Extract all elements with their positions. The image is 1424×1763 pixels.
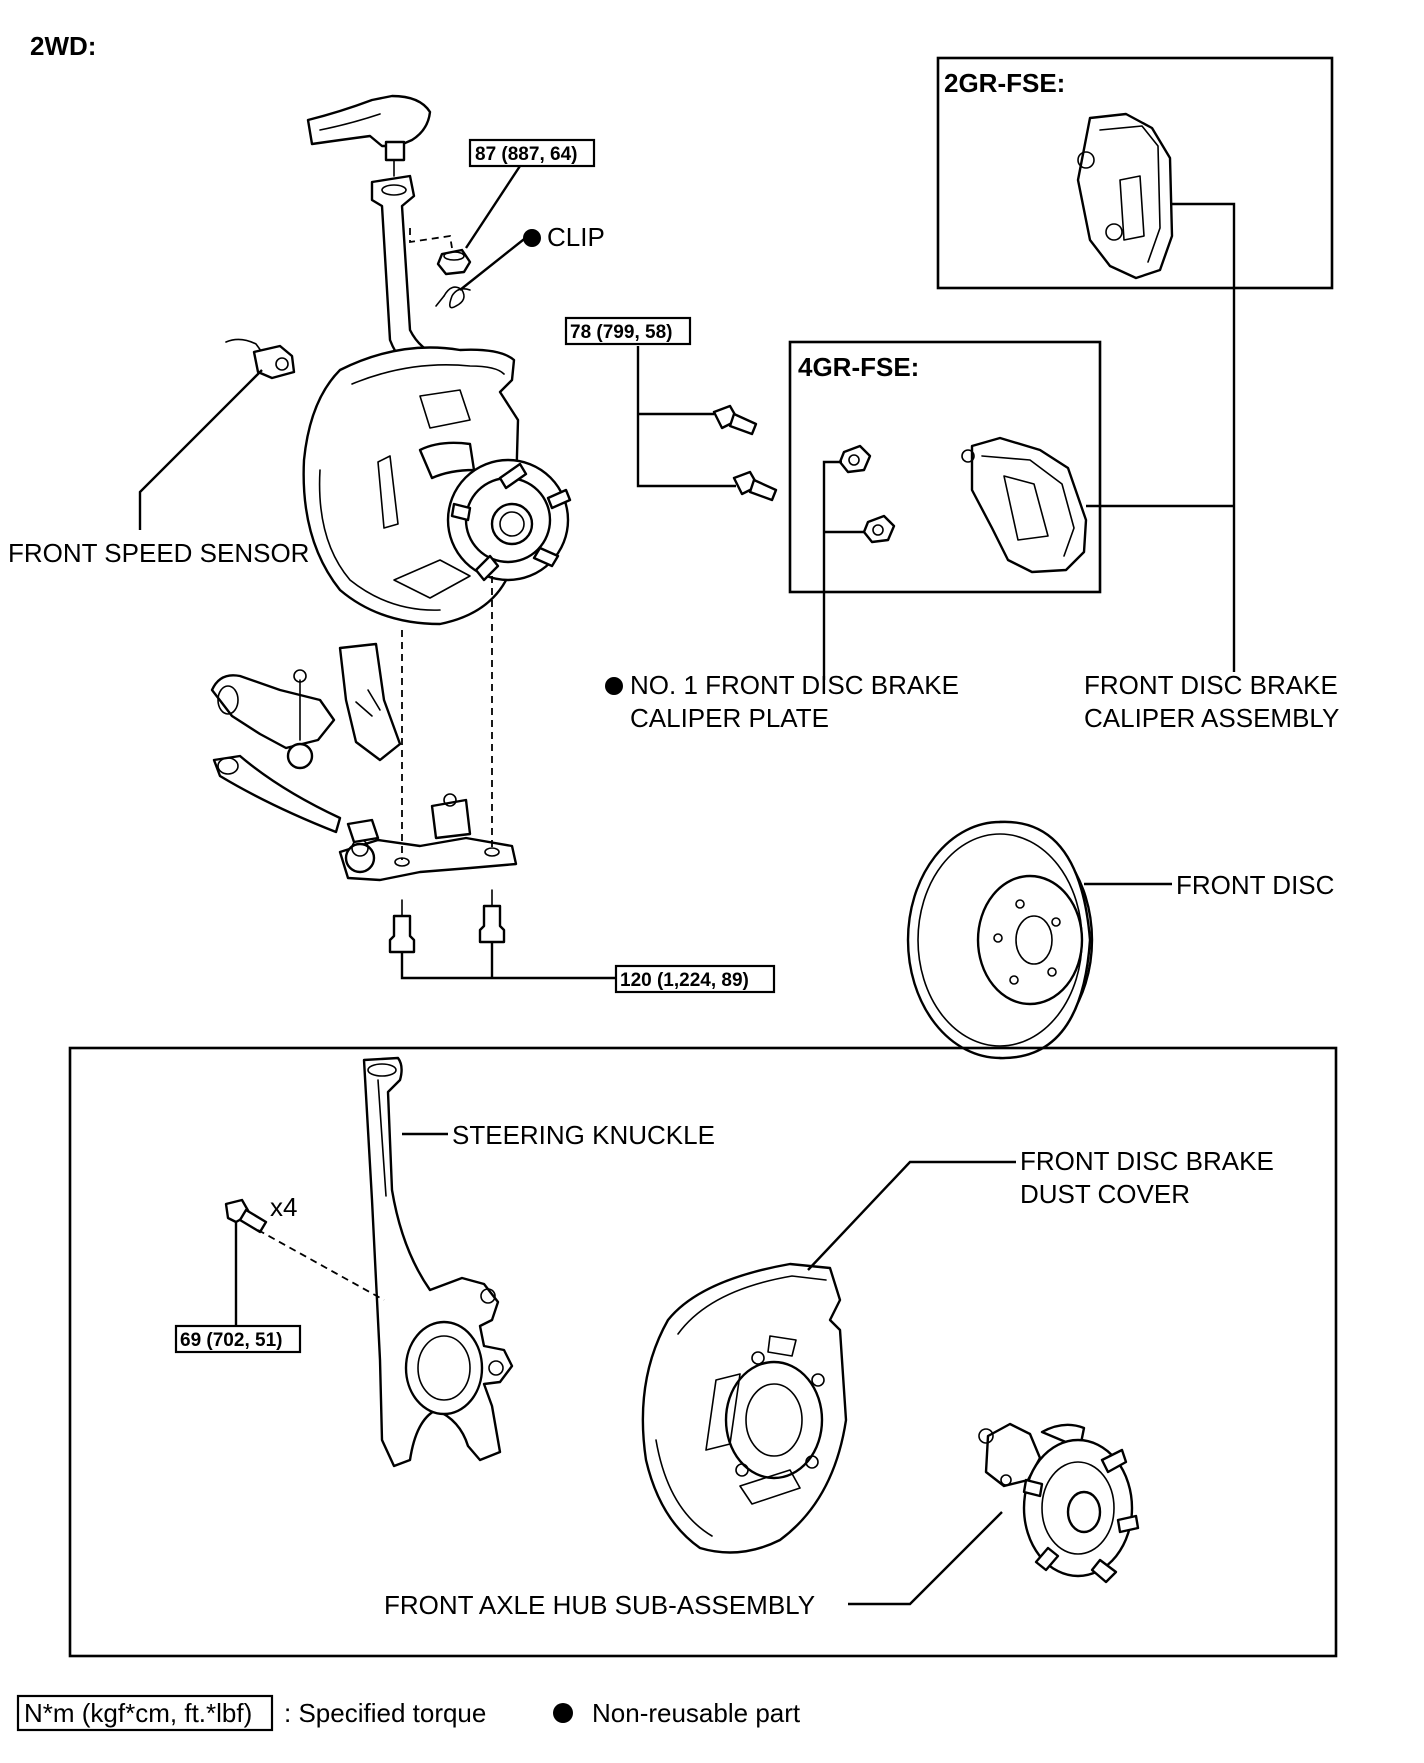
hub-label: FRONT AXLE HUB SUB-ASSEMBLY (384, 1590, 815, 1620)
torque-87-label: 87 (887, 64) (475, 144, 577, 165)
caliper-plate-lower-illustration (862, 514, 896, 544)
caliper-plate-label-line2: CALIPER PLATE (630, 703, 829, 733)
caliper-bolt-lower-illustration (732, 470, 778, 502)
caliper-assembly-label-line1: FRONT DISC BRAKE (1084, 670, 1338, 700)
speed-sensor-leader (138, 369, 263, 530)
front-disc-label: FRONT DISC (1176, 870, 1334, 900)
knuckle-bolt-dashed-guide (257, 1229, 385, 1301)
speed-sensor-illustration (225, 338, 296, 380)
hub-leader (848, 1511, 1003, 1606)
caliper-2gr-illustration (1076, 112, 1174, 280)
bolt-quantity-label: x4 (270, 1192, 297, 1222)
torque-78-box (564, 316, 692, 346)
caliper-plate-label-line1: NO. 1 FRONT DISC BRAKE (630, 670, 959, 700)
torque-78-label: 78 (799, 58) (570, 322, 672, 343)
upper-arm-illustration (306, 94, 432, 177)
nonreusable-legend-dot (553, 1703, 573, 1723)
steering-knuckle-illustration (362, 1056, 514, 1468)
clip-nonreusable-dot (523, 229, 541, 247)
lower-bolt-right-illustration (478, 889, 506, 944)
torque-120-label: 120 (1,224, 89) (620, 970, 749, 991)
exploded-view-box (68, 1046, 1338, 1658)
variant-2gr-heading: 2GR-FSE: (944, 68, 1065, 98)
caliper-bolt-upper-illustration (712, 404, 758, 436)
torque-87-box (468, 138, 596, 168)
torque-78-leader (636, 346, 736, 488)
variant-2gr-box (936, 56, 1334, 290)
clip-illustration (435, 286, 471, 309)
torque-69-label: 69 (702, 51) (180, 1330, 282, 1351)
knuckle-nut-illustration (436, 248, 472, 276)
clip-label: CLIP (547, 222, 605, 252)
lower-suspension-illustration (210, 642, 518, 882)
clip-leader (459, 235, 529, 291)
variant-4gr-box (788, 340, 1102, 594)
torque-legend-units: N*m (kgf*cm, ft.*lbf) (24, 1698, 252, 1728)
torque-69-box (174, 1324, 302, 1354)
torque-87-leader (464, 165, 522, 249)
steering-knuckle-label: STEERING KNUCKLE (452, 1120, 715, 1150)
drive-type-heading: 2WD: (30, 31, 96, 61)
torque-legend-box (16, 1694, 274, 1732)
torque-120-box (614, 964, 776, 994)
caliper-plate-nonreusable-dot (605, 677, 623, 695)
dust-cover-label-line1: FRONT DISC BRAKE (1020, 1146, 1274, 1176)
front-speed-sensor-label: FRONT SPEED SENSOR (8, 538, 309, 568)
torque-120-leader (400, 942, 616, 980)
nut-dashed-guide (409, 228, 453, 249)
dust-cover-illustration (641, 1262, 848, 1554)
knuckle-bolt-illustration (224, 1198, 268, 1234)
dust-cover-label-line2: DUST COVER (1020, 1179, 1190, 1209)
caliper-plate-leader (822, 460, 864, 680)
lower-bolt-left-illustration (388, 899, 416, 954)
caliper-4gr-illustration (961, 436, 1088, 574)
assembled-hub-illustration (418, 441, 572, 582)
nonreusable-legend-text: Non-reusable part (592, 1698, 801, 1728)
front-disc-illustration (906, 820, 1094, 1060)
caliper-assembly-leader (1086, 202, 1236, 672)
caliper-assembly-label-line2: CALIPER ASSEMBLY (1084, 703, 1339, 733)
caliper-plate-upper-illustration (838, 444, 872, 474)
torque-legend-text: : Specified torque (284, 1698, 486, 1728)
front-axle-hub-illustration (978, 1422, 1140, 1584)
variant-4gr-heading: 4GR-FSE: (798, 352, 919, 382)
dust-cover-leader (807, 1160, 1016, 1271)
steering-knuckle-assembly-illustration (370, 174, 442, 374)
